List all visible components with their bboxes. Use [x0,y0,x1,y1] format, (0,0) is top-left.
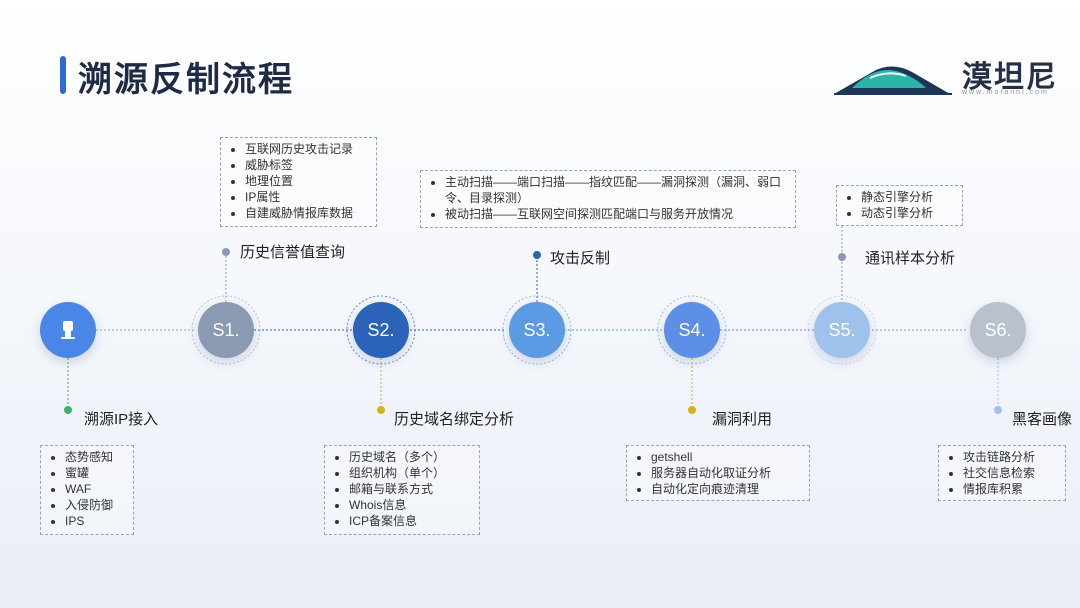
s3-detail-box: 主动扫描——端口扫描——指纹匹配——漏洞探测（漏洞、弱口令、目录探测） 被动扫描… [420,170,796,228]
step-node-s4[interactable]: S4. [664,302,720,358]
list-item: 蜜罐 [65,465,125,481]
s5-label: 通讯样本分析 [865,250,956,267]
s2-label: 历史域名绑定分析 [394,411,515,428]
list-item: IP属性 [245,189,368,205]
start-detail-box: 态势感知 蜜罐 WAF 入侵防御 IPS [40,445,134,535]
list-item: 入侵防御 [65,497,125,513]
list-item: 攻击链路分析 [963,449,1057,465]
step-node-s1[interactable]: S1. [198,302,254,358]
brand-logo-icon [834,66,952,95]
list-item: 动态引擎分析 [861,205,954,221]
s4-detail-box: getshell 服务器自动化取证分析 自动化定向痕迹清理 [626,445,810,501]
list-item: 自建威胁情报库数据 [245,205,368,221]
step-node-s2[interactable]: S2. [353,302,409,358]
s1-label-dot [222,248,230,256]
list-item: 自动化定向痕迹清理 [651,481,801,497]
list-item: 服务器自动化取证分析 [651,465,801,481]
brand-name: 漠坦尼 [962,61,1058,94]
list-item: 互联网历史攻击记录 [245,141,368,157]
list-item: 主动扫描——端口扫描——指纹匹配——漏洞探测（漏洞、弱口令、目录探测） [445,174,787,206]
step-node-s6[interactable]: S6. [970,302,1026,358]
list-item: 态势感知 [65,449,125,465]
list-item: IPS [65,513,125,529]
list-item: 威胁标签 [245,157,368,173]
step-node-s3[interactable]: S3. [509,302,565,358]
s4-label: 漏洞利用 [712,411,773,428]
s3-label: 攻击反制 [550,250,611,267]
page-title: 溯源反制流程 [78,61,294,99]
list-item: 情报库积累 [963,481,1057,497]
list-item: 地理位置 [245,173,368,189]
list-item: 静态引擎分析 [861,189,954,205]
list-item: 社交信息检索 [963,465,1057,481]
s2-label-dot [377,406,385,414]
list-item: 邮箱与联系方式 [349,481,471,497]
start-node[interactable] [40,302,96,358]
brand-url: www.motanni.com [962,89,1049,96]
step-node-s5[interactable]: S5. [814,302,870,358]
s1-label: 历史信誉值查询 [240,244,346,261]
s5-detail-box: 静态引擎分析 动态引擎分析 [836,185,963,226]
list-item: WAF [65,481,125,497]
list-item: ICP备案信息 [349,513,471,529]
s6-label: 黑客画像 [1012,411,1073,428]
s5-label-dot [838,253,846,261]
usb-key-icon [61,321,75,339]
start-label-dot [64,406,72,414]
s2-detail-box: 历史域名（多个） 组织机构（单个） 邮箱与联系方式 Whois信息 ICP备案信… [324,445,480,535]
s6-label-dot [994,406,1002,414]
s3-label-dot [533,251,541,259]
start-label: 溯源IP接入 [84,411,159,428]
list-item: getshell [651,449,801,465]
s4-label-dot [688,406,696,414]
s6-detail-box: 攻击链路分析 社交信息检索 情报库积累 [938,445,1066,501]
list-item: Whois信息 [349,497,471,513]
s1-detail-box: 互联网历史攻击记录 威胁标签 地理位置 IP属性 自建威胁情报库数据 [220,137,377,227]
title-accent-bar [60,56,66,94]
list-item: 被动扫描——互联网空间探测匹配端口与服务开放情况 [445,206,787,222]
list-item: 历史域名（多个） [349,449,471,465]
list-item: 组织机构（单个） [349,465,471,481]
